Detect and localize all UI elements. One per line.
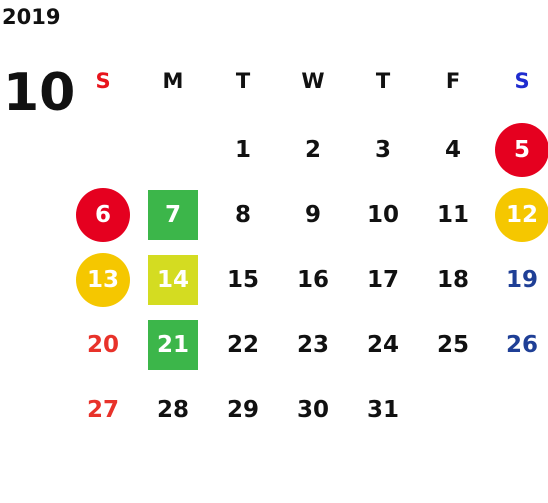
day-cell-20[interactable]: 20	[86, 332, 119, 358]
day-cell-30[interactable]: 30	[296, 397, 329, 423]
day-cell-12[interactable]: 12	[495, 188, 548, 242]
day-cell-16[interactable]: 16	[296, 267, 329, 293]
day-cell-7[interactable]: 7	[148, 190, 198, 240]
day-cell-10[interactable]: 10	[366, 202, 399, 228]
weekday-wednesday: W	[301, 69, 325, 93]
month-number: 10	[3, 63, 76, 123]
day-cell-5[interactable]: 5	[495, 123, 548, 177]
day-cell-13[interactable]: 13	[76, 253, 130, 307]
day-cell-29[interactable]: 29	[226, 397, 259, 423]
weekday-tuesday: T	[235, 69, 251, 93]
day-cell-24[interactable]: 24	[366, 332, 399, 358]
day-cell-26[interactable]: 26	[505, 332, 538, 358]
day-cell-23[interactable]: 23	[296, 332, 329, 358]
day-cell-22[interactable]: 22	[226, 332, 259, 358]
day-cell-18[interactable]: 18	[436, 267, 469, 293]
day-cell-25[interactable]: 25	[436, 332, 469, 358]
day-cell-11[interactable]: 11	[436, 202, 469, 228]
day-cell-19[interactable]: 19	[505, 267, 538, 293]
day-cell-31[interactable]: 31	[366, 397, 399, 423]
weekday-friday: F	[445, 69, 461, 93]
day-cell-15[interactable]: 15	[226, 267, 259, 293]
weekday-monday: M	[162, 69, 184, 93]
day-cell-3[interactable]: 3	[374, 137, 391, 163]
day-cell-21[interactable]: 21	[148, 320, 198, 370]
day-cell-1[interactable]: 1	[234, 137, 251, 163]
day-cell-6[interactable]: 6	[76, 188, 130, 242]
day-cell-28[interactable]: 28	[156, 397, 189, 423]
day-cell-14[interactable]: 14	[148, 255, 198, 305]
day-cell-9[interactable]: 9	[304, 202, 321, 228]
weekday-saturday: S	[514, 69, 530, 93]
weekday-sunday: S	[95, 69, 111, 93]
day-cell-27[interactable]: 27	[86, 397, 119, 423]
day-cell-8[interactable]: 8	[234, 202, 251, 228]
day-cell-2[interactable]: 2	[304, 137, 321, 163]
year-label: 2019	[2, 5, 61, 29]
day-cell-17[interactable]: 17	[366, 267, 399, 293]
weekday-thursday: T	[375, 69, 391, 93]
day-cell-4[interactable]: 4	[444, 137, 461, 163]
